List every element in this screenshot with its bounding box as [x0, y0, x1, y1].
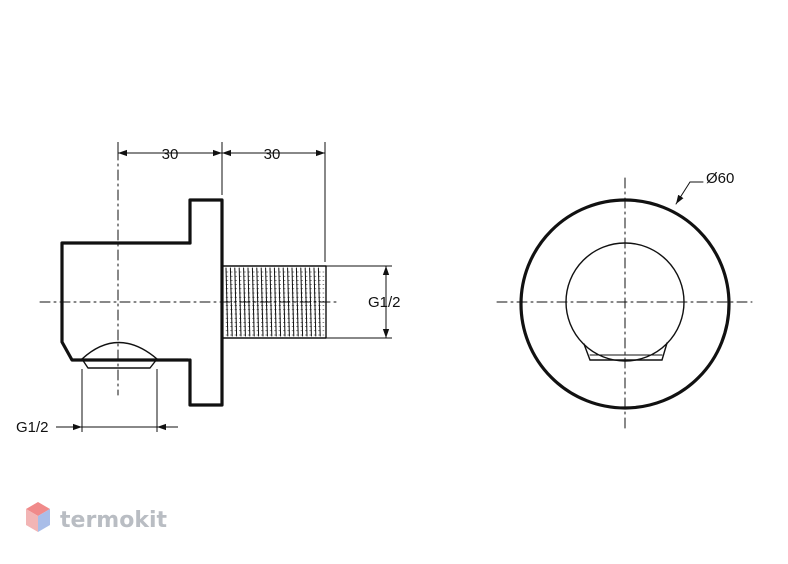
- thread-crest-line: [282, 267, 286, 337]
- thread-crest-line: [273, 267, 277, 337]
- thread-crest-line: [265, 267, 268, 337]
- thread-crest-line: [295, 267, 299, 337]
- outlet-projection: [583, 342, 668, 361]
- side-outlet-nozzle: [81, 358, 158, 369]
- thread-crest-line: [251, 267, 255, 337]
- dimension-label-outlet-thread: G1/2: [368, 294, 401, 311]
- dimension-label-thread-length: 30: [264, 146, 281, 163]
- body-outline: [60, 241, 192, 362]
- watermark-brand-text: termokit: [60, 508, 167, 533]
- thread-crest-line: [287, 267, 290, 337]
- thread-crest-line: [313, 267, 317, 337]
- side-view: [39, 149, 341, 407]
- thread-crest-line: [317, 267, 321, 337]
- thread-crest-line: [291, 267, 295, 337]
- thread-crest-line: [304, 267, 308, 337]
- thread-crest-line: [238, 267, 242, 337]
- dimension-label-flange-diameter: Ø60: [706, 170, 734, 187]
- diameter-leader: [675, 181, 704, 205]
- thread-crest-line: [309, 267, 312, 337]
- thread-crest-line: [247, 267, 251, 337]
- thread-crest-line: [260, 267, 264, 337]
- termokit-watermark: termokit: [26, 502, 167, 533]
- body-circle: [565, 242, 685, 362]
- thread-crest-line: [256, 267, 260, 337]
- side-outlet-dome: [81, 341, 158, 360]
- thread-crest-line: [229, 267, 233, 337]
- thread-crest-line: [234, 267, 238, 337]
- thread-crest-line: [300, 267, 304, 337]
- thread-crest-line: [269, 267, 273, 337]
- flange-circle: [519, 198, 731, 410]
- front-view: [496, 177, 753, 429]
- hexagon-cube-icon: [26, 502, 50, 532]
- thread-crest-line: [225, 267, 229, 337]
- thread-pattern: [225, 267, 325, 337]
- thread-stub: [221, 265, 327, 339]
- dimension-label-side-thread: G1/2: [16, 419, 49, 436]
- thread-crest-line: [278, 267, 282, 337]
- side-dimensions: [56, 142, 392, 432]
- thread-crest-line: [243, 267, 246, 337]
- dimension-label-body-length: 30: [162, 146, 179, 163]
